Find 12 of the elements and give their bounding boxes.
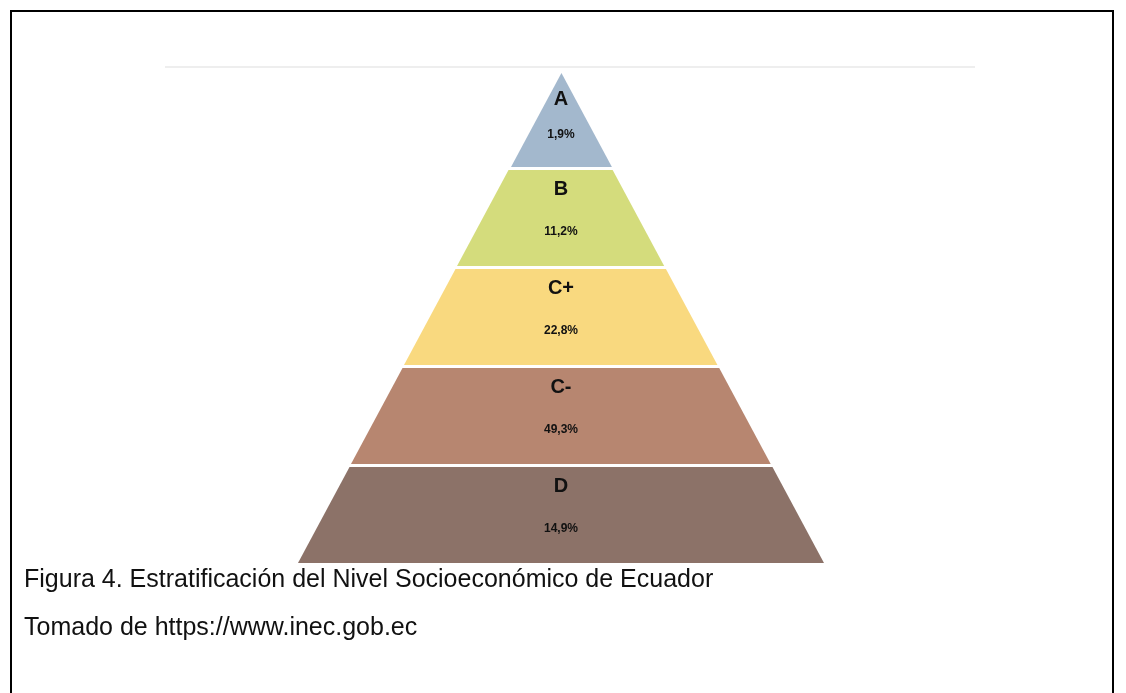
tier-percentage: 11,2% <box>544 224 578 239</box>
tier-letter: C- <box>550 375 572 399</box>
tier-percentage: 1,9% <box>547 127 575 142</box>
tier-percentage: 22,8% <box>543 323 578 338</box>
tier-letter: A <box>553 87 569 111</box>
source-note: Tomado de https://www.inec.gob.ec <box>24 612 418 641</box>
tier-percentage: 49,3% <box>543 422 578 437</box>
tier-letter: C+ <box>547 276 575 300</box>
tier-letter: B <box>553 177 569 201</box>
figure-caption: Figura 4. Estratificación del Nivel Socioeconómico de Ecuador <box>24 564 714 593</box>
tier-percentage: 14,9% <box>544 521 578 536</box>
tier-letter: D <box>553 474 569 498</box>
